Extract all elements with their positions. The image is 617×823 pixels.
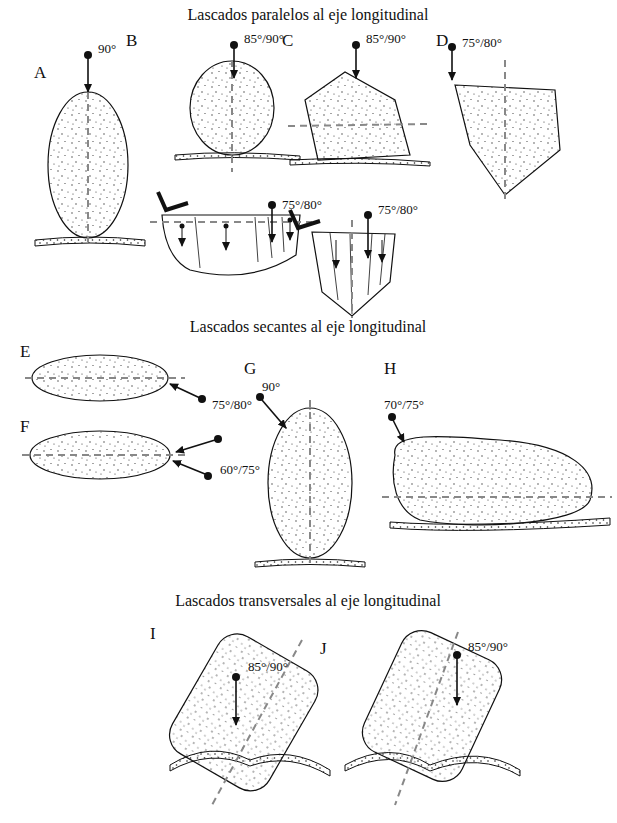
figure-letter: G	[244, 360, 256, 379]
angle-label: 75°/80°	[378, 203, 418, 217]
figure-letter: A	[34, 64, 46, 83]
figure-letter: F	[20, 418, 29, 437]
angle-label: 85°/90°	[366, 32, 406, 46]
section-heading: Lascados paralelos al eje longitudinal	[188, 6, 429, 24]
angle-label: 85°/90°	[468, 640, 508, 654]
angle-label: 75°/80°	[282, 198, 322, 212]
angle-label: 90°	[262, 380, 280, 394]
angle-label: 85°/90°	[244, 32, 284, 46]
figure-letter: E	[20, 343, 30, 362]
angle-label: 75°/80°	[462, 36, 502, 50]
angle-label: 75°/80°	[212, 398, 252, 412]
figure-letter: J	[320, 640, 327, 659]
figure-letter: C	[282, 32, 293, 51]
figure-letter: B	[126, 32, 137, 51]
figure-letter: D	[436, 32, 448, 51]
figure-letter: H	[384, 360, 396, 379]
angle-label: 90°	[98, 42, 116, 56]
section-heading: Lascados secantes al eje longitudinal	[190, 318, 426, 336]
angle-label: 85°/90°	[248, 660, 288, 674]
angle-label: 70°/75°	[384, 398, 424, 412]
angle-label: 60°/75°	[220, 463, 260, 477]
section-heading: Lascados transversales al eje longitudin…	[175, 592, 441, 610]
figure-letter: I	[150, 625, 156, 644]
